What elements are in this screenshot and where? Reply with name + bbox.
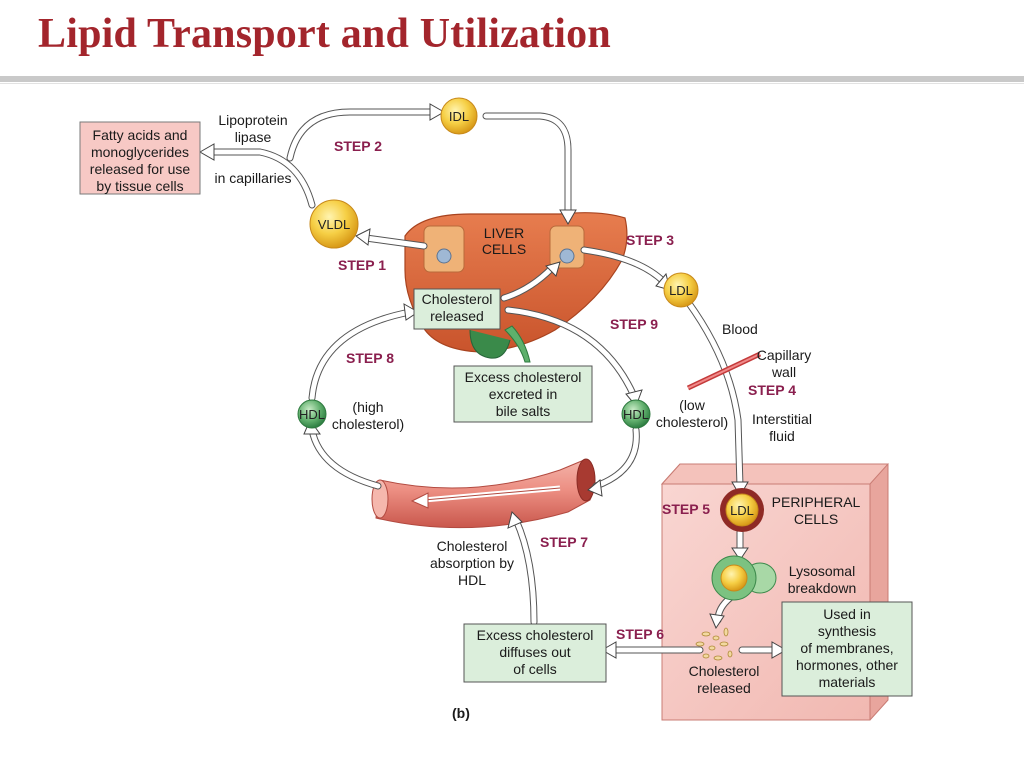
svg-text:wall: wall xyxy=(771,364,796,380)
svg-text:excreted in: excreted in xyxy=(489,386,557,402)
svg-text:bile salts: bile salts xyxy=(496,403,550,419)
svg-text:released for use: released for use xyxy=(90,161,191,177)
capillary-wall-label: Capillary wall xyxy=(757,347,811,380)
svg-text:CELLS: CELLS xyxy=(794,511,838,527)
low-cholesterol-label: (low cholesterol) xyxy=(656,397,728,430)
svg-text:Fatty acids and: Fatty acids and xyxy=(93,127,188,143)
svg-text:Cholesterol: Cholesterol xyxy=(422,291,493,307)
lysosomal-breakdown-label: Lysosomal breakdown xyxy=(788,563,857,596)
step-6-label: STEP 6 xyxy=(616,626,664,642)
idl-particle: IDL xyxy=(440,97,478,135)
liver-cells-label: LIVER CELLS xyxy=(482,225,526,257)
excess-bile-box: Excess cholesterol excreted in bile salt… xyxy=(453,365,593,423)
slide-title: Lipid Transport and Utilization xyxy=(38,11,611,57)
svg-text:Excess cholesterol: Excess cholesterol xyxy=(465,369,582,385)
svg-text:diffuses out: diffuses out xyxy=(499,644,570,660)
svg-text:cholesterol): cholesterol) xyxy=(332,416,404,432)
svg-text:(low: (low xyxy=(679,397,706,413)
svg-text:Capillary: Capillary xyxy=(757,347,811,363)
lipoprotein-lipase-label: Lipoprotein lipase xyxy=(218,112,287,145)
svg-text:(high: (high xyxy=(352,399,383,415)
cholesterol-released-liver-box: Cholesterol released xyxy=(413,288,501,330)
svg-text:released: released xyxy=(430,308,484,324)
svg-text:by tissue cells: by tissue cells xyxy=(96,178,183,194)
vldl-particle: VLDL xyxy=(309,199,359,249)
interstitial-fluid-label: Interstitial fluid xyxy=(752,411,812,444)
svg-text:Lysosomal: Lysosomal xyxy=(789,563,855,579)
title-divider xyxy=(0,76,1024,82)
svg-text:HDL: HDL xyxy=(623,407,649,422)
step-2-label: STEP 2 xyxy=(334,138,382,154)
svg-text:lipase: lipase xyxy=(235,129,272,145)
svg-text:breakdown: breakdown xyxy=(788,580,857,596)
svg-text:materials: materials xyxy=(819,674,876,690)
blood-label: Blood xyxy=(722,321,758,337)
svg-text:Used in: Used in xyxy=(823,606,870,622)
ldl-cell-particle: LDL xyxy=(720,488,764,532)
blood-vessel xyxy=(371,458,596,529)
svg-text:synthesis: synthesis xyxy=(818,623,876,639)
svg-text:CELLS: CELLS xyxy=(482,241,526,257)
svg-text:Interstitial: Interstitial xyxy=(752,411,812,427)
svg-text:of membranes,: of membranes, xyxy=(800,640,893,656)
svg-text:Excess cholesterol: Excess cholesterol xyxy=(477,627,594,643)
title-divider-shadow xyxy=(0,83,1024,84)
step-4-label: STEP 4 xyxy=(748,382,796,398)
svg-text:absorption by: absorption by xyxy=(430,555,514,571)
svg-text:monoglycerides: monoglycerides xyxy=(91,144,189,160)
ldl-blood-particle: LDL xyxy=(663,272,699,308)
svg-text:LDL: LDL xyxy=(669,283,693,298)
svg-text:LIVER: LIVER xyxy=(484,225,524,241)
cholesterol-absorption-label: Cholesterol absorption by HDL xyxy=(430,538,514,588)
svg-text:Cholesterol: Cholesterol xyxy=(689,663,760,679)
hdl-high-particle: HDL xyxy=(297,399,327,429)
in-capillaries-label: in capillaries xyxy=(214,170,291,186)
svg-text:Lipoprotein: Lipoprotein xyxy=(218,112,287,128)
svg-text:cholesterol): cholesterol) xyxy=(656,414,728,430)
svg-text:hormones, other: hormones, other xyxy=(796,657,898,673)
flow-arrows xyxy=(206,108,780,654)
step-1-label: STEP 1 xyxy=(338,257,386,273)
lysosome xyxy=(711,555,777,601)
hdl-low-particle: HDL xyxy=(621,399,651,429)
peripheral-cells-label: PERIPHERAL CELLS xyxy=(772,494,861,527)
step-5-label: STEP 5 xyxy=(662,501,710,517)
capillary-wall xyxy=(686,351,762,391)
svg-text:HDL: HDL xyxy=(299,407,325,422)
excess-diffuses-box: Excess cholesterol diffuses out of cells xyxy=(463,623,607,683)
cholesterol-granules xyxy=(695,627,733,661)
svg-text:of cells: of cells xyxy=(513,661,557,677)
step-9-label: STEP 9 xyxy=(610,316,658,332)
step-7-label: STEP 7 xyxy=(540,534,588,550)
used-in-synthesis-box: Used in synthesis of membranes, hormones… xyxy=(781,601,913,697)
svg-text:VLDL: VLDL xyxy=(318,217,351,232)
svg-text:Cholesterol: Cholesterol xyxy=(437,538,508,554)
step-3-label: STEP 3 xyxy=(626,232,674,248)
svg-text:IDL: IDL xyxy=(449,109,469,124)
cholesterol-released-cell-label: Cholesterol released xyxy=(689,663,760,696)
high-cholesterol-label: (high cholesterol) xyxy=(332,399,404,432)
figure-label: (b) xyxy=(452,705,470,721)
svg-text:fluid: fluid xyxy=(769,428,795,444)
svg-text:HDL: HDL xyxy=(458,572,486,588)
svg-text:LDL: LDL xyxy=(730,503,754,518)
svg-text:PERIPHERAL: PERIPHERAL xyxy=(772,494,861,510)
step-8-label: STEP 8 xyxy=(346,350,394,366)
fatty-acids-box: Fatty acids and monoglycerides released … xyxy=(79,121,201,195)
svg-text:released: released xyxy=(697,680,751,696)
